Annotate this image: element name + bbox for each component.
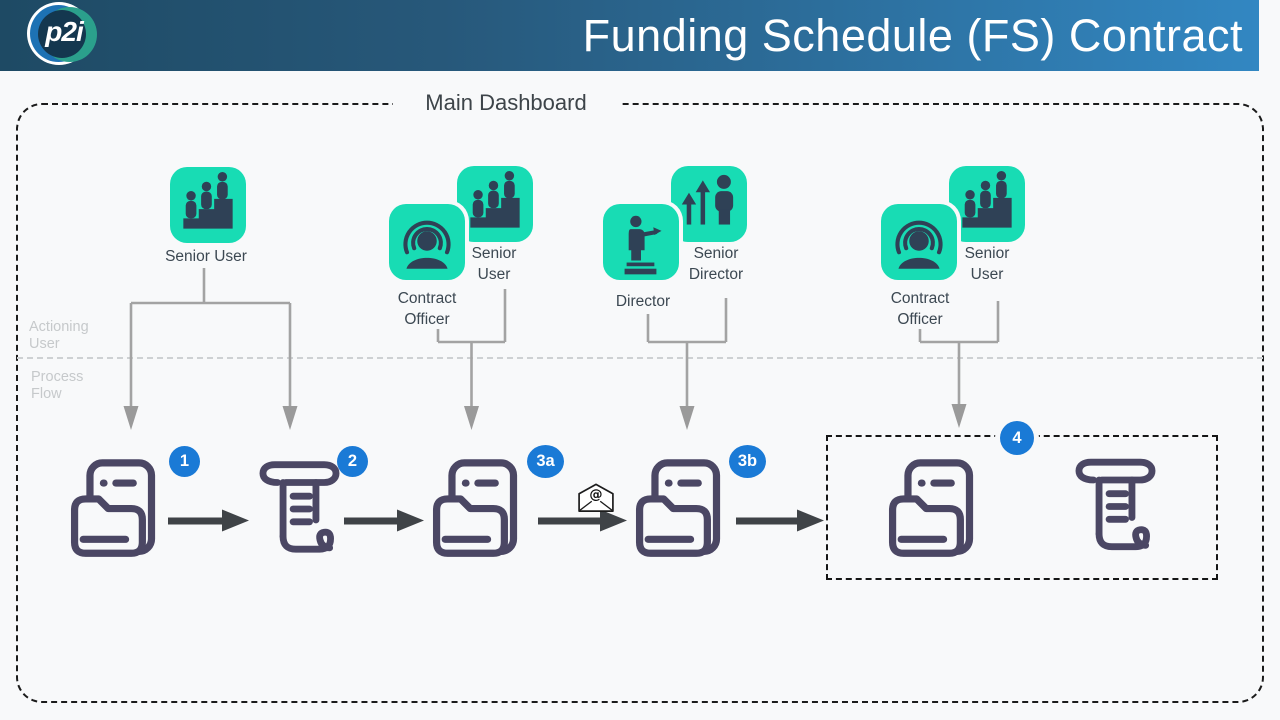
senior-user-icon bbox=[170, 167, 246, 243]
role-label: Senior User bbox=[165, 248, 247, 265]
tile-senior-director bbox=[671, 166, 747, 242]
tile-director bbox=[603, 204, 679, 280]
tile-contract-officer-2 bbox=[881, 204, 957, 280]
step-badge: 4 bbox=[1000, 421, 1034, 455]
page-title: Funding Schedule (FS) Contract bbox=[582, 10, 1243, 61]
step-badge: 1 bbox=[169, 446, 200, 477]
step-badge: 2 bbox=[337, 446, 368, 477]
step-badge: 3a bbox=[527, 445, 564, 478]
tile-senior-user-3 bbox=[949, 166, 1025, 242]
senior-user-icon bbox=[457, 166, 533, 242]
senior-director-icon bbox=[671, 166, 747, 242]
logo-center bbox=[38, 10, 86, 58]
documents-folder-icon bbox=[882, 455, 982, 565]
role-label: Senior Director bbox=[688, 245, 744, 283]
lane-label-actioning-user: Actioning User bbox=[29, 319, 89, 352]
role-label: Senior User bbox=[964, 245, 1010, 283]
senior-user-icon bbox=[949, 166, 1025, 242]
main-dashboard-container bbox=[16, 103, 1264, 703]
documents-folder-icon bbox=[426, 455, 526, 565]
documents-folder-icon bbox=[64, 455, 164, 565]
lane-divider bbox=[17, 357, 1263, 359]
contract-officer-icon bbox=[389, 204, 465, 280]
contract-scroll-icon bbox=[1068, 453, 1163, 560]
svg-text:@: @ bbox=[589, 487, 602, 502]
tile-senior-user-1 bbox=[170, 167, 246, 243]
logo-text: p2i bbox=[45, 16, 83, 47]
contract-officer-icon bbox=[881, 204, 957, 280]
main-dashboard-label: Main Dashboard bbox=[393, 87, 619, 119]
email-notification-icon: @ bbox=[578, 483, 614, 512]
lane-label-process-flow: Process Flow bbox=[31, 369, 84, 402]
documents-folder-icon bbox=[629, 455, 729, 565]
director-icon bbox=[603, 204, 679, 280]
role-label: Contract Officer bbox=[890, 290, 950, 328]
tile-contract-officer-1 bbox=[389, 204, 465, 280]
tile-senior-user-2 bbox=[457, 166, 533, 242]
role-label: Director bbox=[615, 293, 671, 310]
step-badge: 3b bbox=[729, 445, 766, 478]
contract-scroll-icon bbox=[252, 455, 347, 563]
p2i-logo: p2i bbox=[25, 2, 103, 66]
role-label: Senior User bbox=[471, 245, 517, 283]
role-label: Contract Officer bbox=[397, 290, 457, 328]
header-bar: p2i Funding Schedule (FS) Contract bbox=[0, 0, 1259, 71]
